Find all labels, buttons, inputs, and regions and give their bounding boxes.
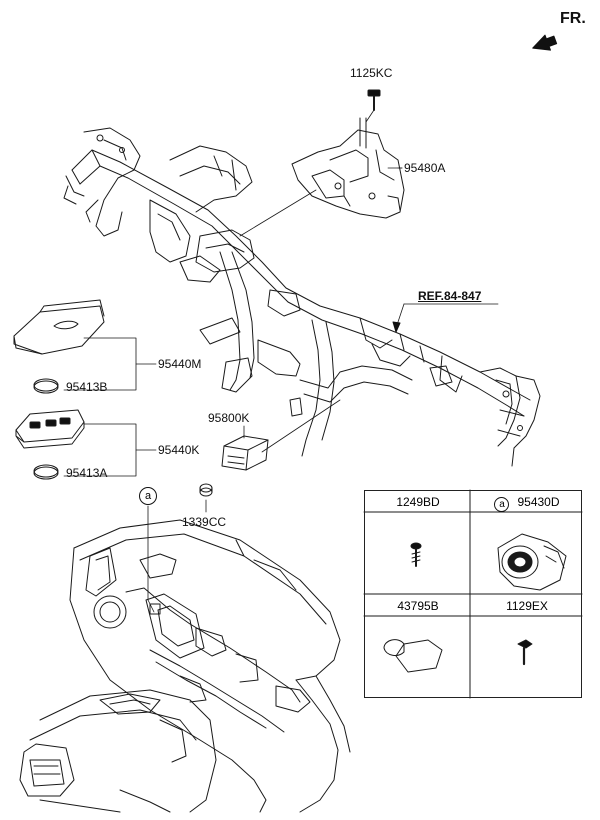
fr-arrow-icon xyxy=(532,34,558,51)
label-95480a: 95480A xyxy=(404,161,446,175)
parts-code: 1249BD xyxy=(396,495,440,509)
parts-cell-1129ex: 1129EX xyxy=(471,595,583,617)
cowl-cross-bar xyxy=(63,127,541,467)
callout-a-marker: a xyxy=(494,497,510,512)
parts-table: 1249BD a 95430D 43795B 1129EX xyxy=(364,490,582,698)
dashboard-illustration xyxy=(19,505,351,813)
parts-code: 95430D xyxy=(517,495,560,509)
battery-95413b xyxy=(33,378,59,394)
direction-label: FR. xyxy=(560,10,586,27)
label-95440m: 95440M xyxy=(158,357,202,371)
battery-95413a xyxy=(33,464,59,480)
label-1125kc: 1125KC xyxy=(350,66,393,80)
label-95440k: 95440K xyxy=(158,443,200,457)
label-95413a: 95413A xyxy=(66,466,108,480)
callout-a: a xyxy=(139,487,157,505)
start-button-icon xyxy=(497,533,567,591)
module-95800k xyxy=(221,399,341,471)
nut-1339cc xyxy=(199,483,213,513)
parts-cell-43795b: 43795B xyxy=(365,595,471,617)
label-1339cc: 1339CC xyxy=(182,515,227,529)
parts-cell-1249bd: 1249BD xyxy=(365,491,471,513)
screw-icon xyxy=(410,542,422,567)
pad-icon xyxy=(383,639,443,673)
bolt-icon xyxy=(517,639,533,666)
parts-code: 1129EX xyxy=(506,599,548,613)
bolt-icon xyxy=(365,89,381,123)
smart-key-case xyxy=(13,299,105,355)
label-reference[interactable]: REF.84-847 xyxy=(418,289,482,303)
parts-cell-95430d: a 95430D xyxy=(471,491,583,513)
smart-key xyxy=(15,409,85,449)
bracket-95480a xyxy=(291,117,405,219)
parts-code: 43795B xyxy=(397,599,439,613)
label-95413b: 95413B xyxy=(66,380,108,394)
label-95800k: 95800K xyxy=(208,411,250,425)
